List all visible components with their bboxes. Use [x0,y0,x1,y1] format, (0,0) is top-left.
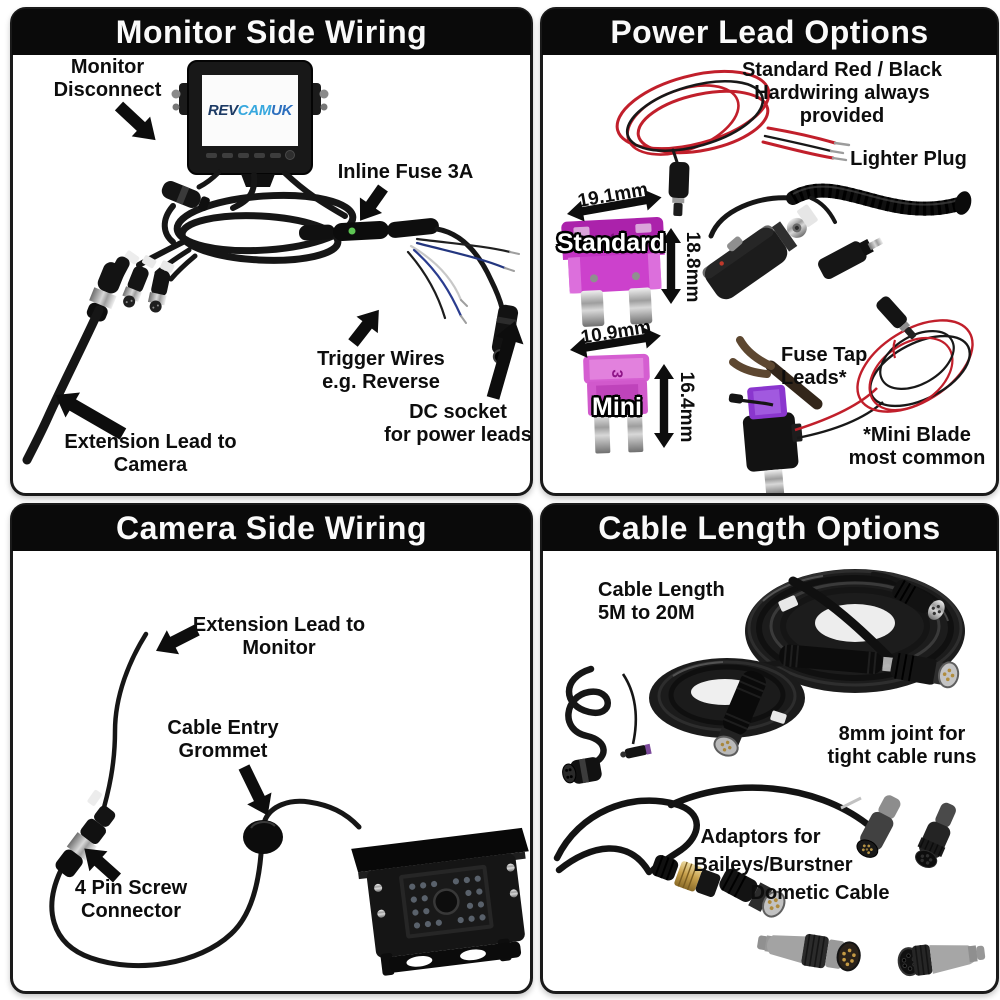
short-lead-photo [562,665,652,784]
monitor-screen [202,75,298,146]
inline-fuse-holder [299,218,439,241]
label-lighter-plug: Lighter Plug [850,148,967,170]
hardwire-lead-photo [615,69,851,217]
label-extension-lead-camera: Extension Lead to Camera [64,431,237,477]
panel-title-cable-length: Cable Length Options [542,505,997,551]
arrow-extension-monitor [156,624,200,655]
dometic-connector-male [757,933,861,972]
panel-camera-side-wiring: Camera Side Wiring [10,503,533,994]
mini-fuse-photo: 3 [583,353,650,454]
arrow-monitor-disconnect [114,101,156,141]
arrow-connector [84,848,122,883]
monitor-disconnect-connector [161,181,210,211]
arrow-mini-width [570,327,661,358]
camera-lead-connectors [22,250,175,465]
panel-title-monitor-side: Monitor Side Wiring [12,9,531,55]
arrow-extension-lead [55,392,127,440]
ir-leds [409,875,486,929]
trigger-wires-photo [406,237,520,324]
panel-title-power-lead: Power Lead Options [542,9,997,55]
annotation-arrows [84,624,272,883]
label-adaptors-1: Adaptors for [700,826,821,848]
label-monitor-disconnect: Monitor Disconnect [53,56,162,102]
monitor-photo [171,60,329,187]
arrow-dc-socket [486,321,524,400]
label-adaptors-3: Dometic Cable [750,882,890,904]
dimension-arrows [567,189,681,448]
arrow-inline-fuse [359,184,388,221]
cable-coil-small [649,658,805,757]
label-grommet: Cable Entry Grommet [167,717,279,763]
label-4pin-connector: 4 Pin Screw Connector [74,877,188,923]
lighter-plug-photo [702,183,972,300]
gold-ring-connector [651,854,721,898]
arrow-grommet [238,764,272,816]
arrow-std-width [567,189,662,222]
panel-cable-length-options: Cable Length Options [540,503,999,994]
extension-cable [22,305,104,465]
adaptor-socket-grey [856,795,901,858]
standard-fuse-photo: 3 [561,216,665,327]
dometic-connector-female [897,944,986,977]
monitor-cable-coil [136,169,378,282]
panel-monitor-side-wiring: Monitor Side Wiring [10,7,533,496]
svg-text:3: 3 [606,233,625,243]
cable-length-illustration [553,569,986,977]
coil-end-connector [870,571,945,620]
label-inline-fuse: Inline Fuse 3A [337,161,474,183]
annotation-arrows [55,101,524,440]
revcamuk-logo: REVCAMUK [207,102,293,119]
arrow-mini-height [654,364,674,448]
cable-entry-grommet [243,820,283,854]
label-mini-blade-note: *Mini Blade most common [848,424,986,470]
label-trigger-wires: Trigger Wires e.g. Reverse [317,348,445,394]
arrow-std-height [661,228,681,304]
fuse-tap-photo [728,296,974,493]
adaptor-cable-photo [553,784,956,918]
dim-mini-height: 16.4mm [676,371,698,443]
four-pin-male-connector [719,868,786,918]
standard-fuse-label: Standard [556,229,666,257]
extension-connector [86,262,125,322]
panel-power-lead-options: Power Lead Options 3 [540,7,999,496]
label-adaptors-2: Baileys/Burstner [693,854,853,876]
camera-side-illustration [49,624,529,976]
monitor-side-illustration [22,60,524,465]
mini-fuse-label: Mini [592,393,642,421]
svg-text:3: 3 [608,369,625,378]
label-8mm-joint: 8mm joint for tight cable runs [827,723,977,769]
label-cable-length: Cable Length 5M to 20M [598,579,725,625]
label-dc-socket: DC socket for power leads [384,401,532,447]
camera-cable [49,631,362,969]
label-extension-lead-monitor: Extension Lead to Monitor [192,614,366,660]
camera-photo [351,827,529,976]
power-lead-illustration: 3 3 [561,69,974,493]
adaptor-socket-black [915,802,956,869]
label-hardwiring: Standard Red / Black Hardwiring always p… [741,59,943,128]
arrow-trigger-wires [348,309,379,347]
label-fuse-tap: Fuse Tap Leads* [781,344,868,390]
dim-standard-height: 18.8mm [682,231,704,303]
panel-title-camera-side: Camera Side Wiring [12,505,531,551]
